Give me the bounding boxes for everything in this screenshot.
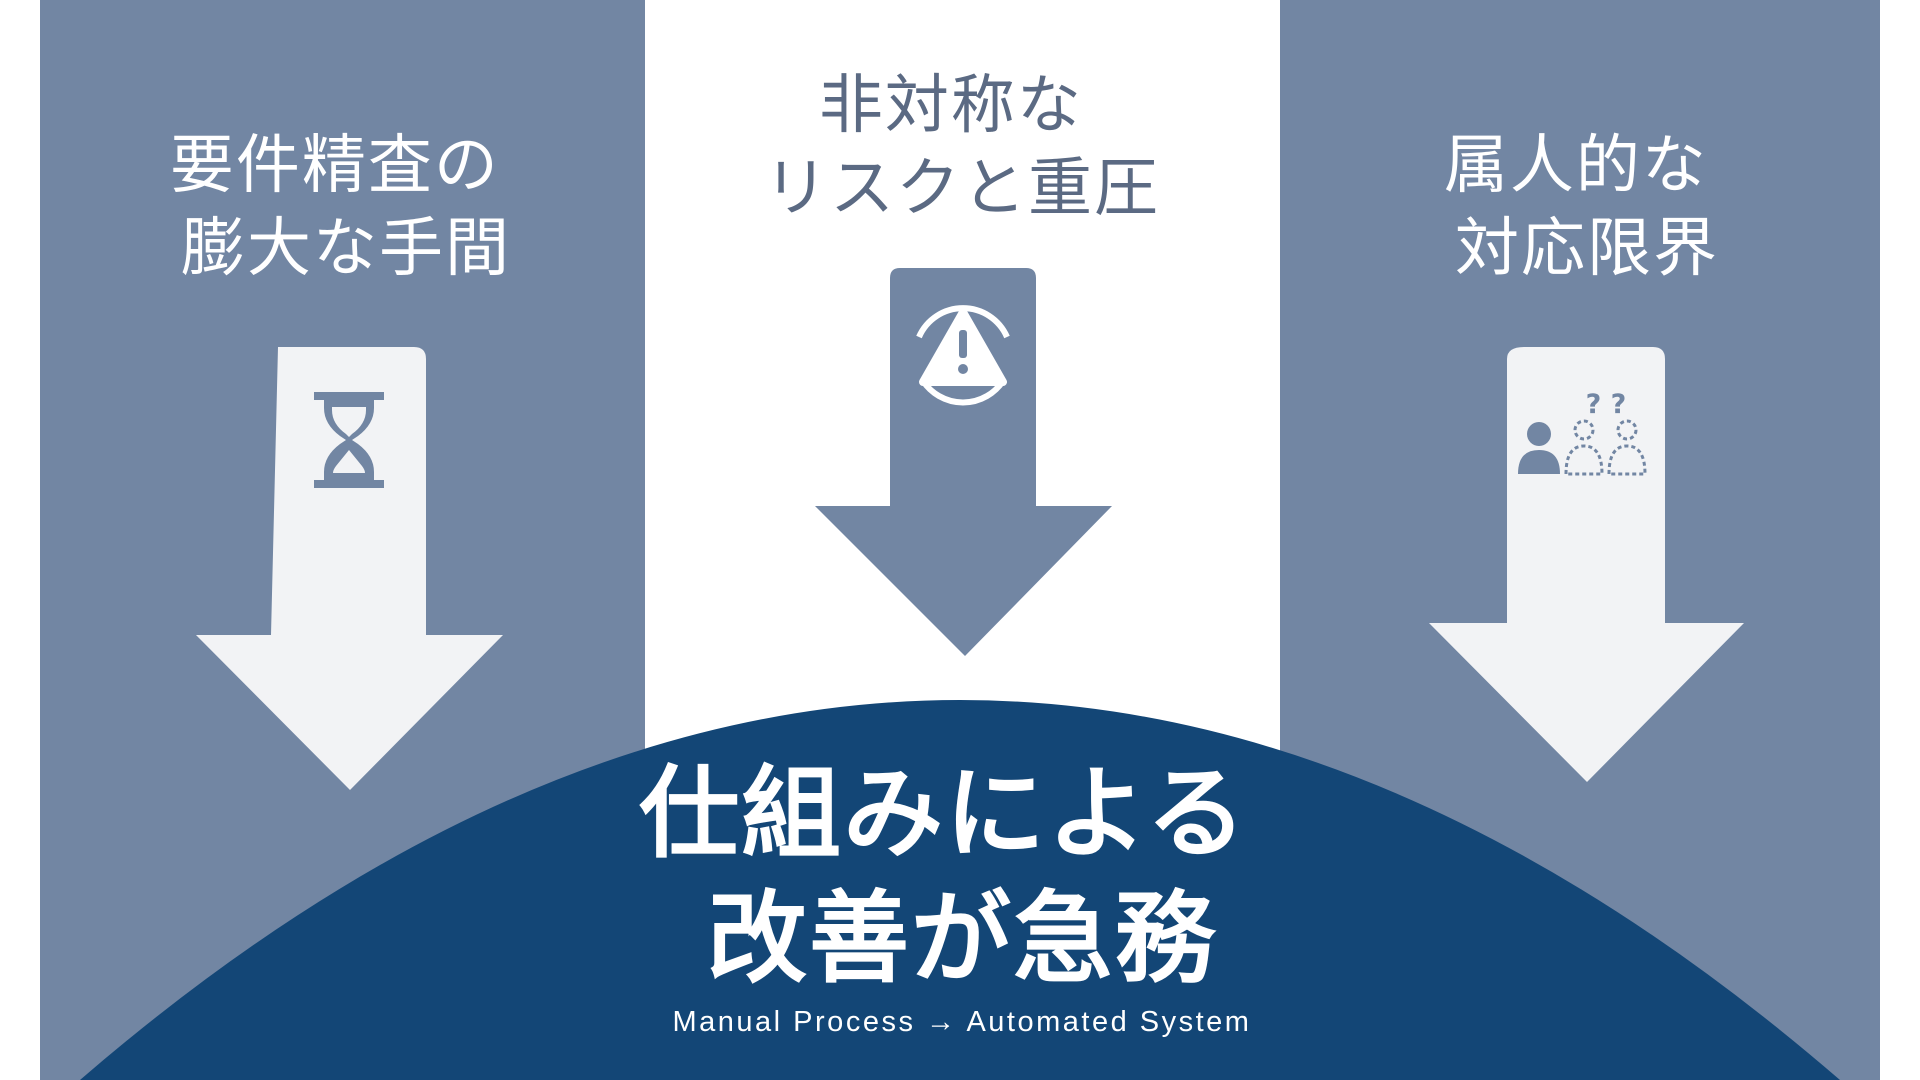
- left-down-arrow: [196, 347, 503, 790]
- right-down-arrow: [1429, 347, 1744, 782]
- center-down-arrow: [815, 268, 1112, 656]
- conclusion-dome: [80, 700, 1840, 1080]
- conclusion-subtitle: Manual Process → Automated System: [673, 1006, 1252, 1038]
- left-column-title: 要件精査の 膨大な手間: [170, 129, 522, 286]
- people-question-icon: ? ?: [1518, 389, 1647, 476]
- svg-text:? ?: ? ?: [1586, 389, 1627, 420]
- warning-icon: [916, 305, 1010, 406]
- right-column-title: 属人的な 対応限界: [1444, 129, 1730, 286]
- hourglass-icon: [314, 392, 384, 488]
- center-column-title: 非対称な リスクと重圧: [764, 69, 1160, 226]
- conclusion-title: 仕組みによる 改善が急務: [639, 755, 1285, 997]
